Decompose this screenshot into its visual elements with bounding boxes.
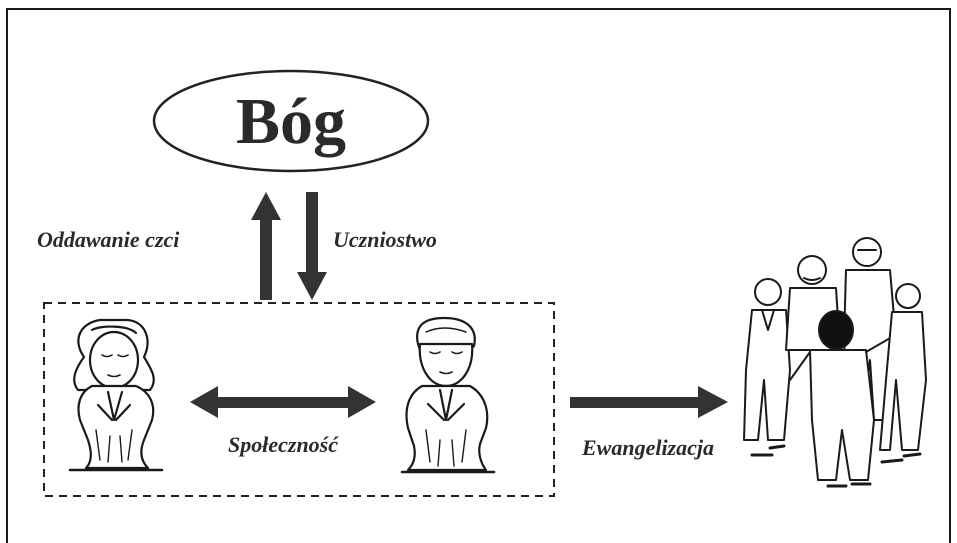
diagram-frame: [6, 8, 951, 543]
group-of-people-icon: [743, 237, 927, 488]
fellowship-arrow: [190, 386, 376, 418]
god-ellipse: [152, 69, 430, 173]
person-left: [743, 278, 791, 457]
fellowship-label: Społeczność: [228, 432, 339, 457]
god-node: Bóg: [152, 69, 430, 173]
fellowship-box: [43, 302, 555, 497]
praying-man-icon: [400, 316, 496, 474]
evangelism-arrow: [570, 386, 728, 418]
praying-woman-icon: [68, 318, 164, 472]
worship-arrow: [251, 192, 281, 300]
evangelism-label: Ewangelizacja: [581, 435, 714, 460]
discipleship-label: Uczniostwo: [333, 227, 437, 252]
person-right: [879, 283, 927, 464]
discipleship-arrow: [297, 192, 327, 300]
god-label: Bóg: [236, 85, 346, 158]
worship-label: Oddawanie czci: [37, 227, 180, 252]
